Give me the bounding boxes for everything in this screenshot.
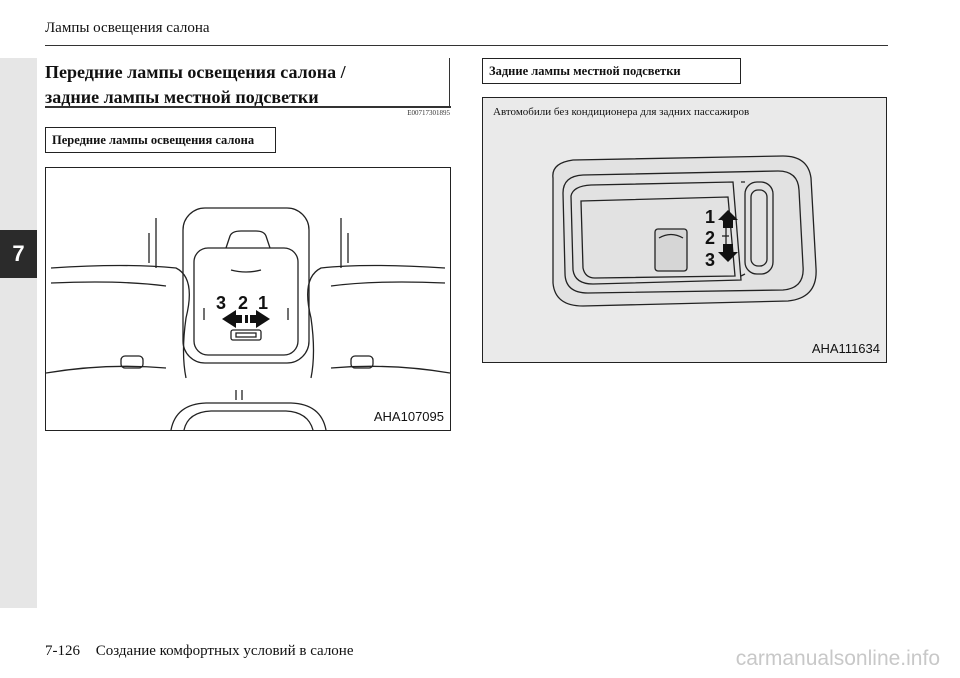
sidebar-strip bbox=[0, 58, 37, 608]
rear-lamps-figure: Автомобили без кондиционера для задних п… bbox=[482, 97, 887, 363]
page-number: 7-126 bbox=[45, 643, 80, 659]
section-title-line1: Передние лампы освещения салона / bbox=[45, 62, 346, 82]
rear-position-1: 1 bbox=[705, 207, 715, 227]
rear-figure-code: AHA111634 bbox=[811, 341, 880, 356]
rear-lamps-label: Задние лампы местной подсветки bbox=[482, 58, 741, 84]
running-header: Лампы освещения салона bbox=[45, 20, 210, 36]
header-rule bbox=[45, 45, 888, 46]
front-lamps-label: Передние лампы освещения салона bbox=[45, 127, 276, 153]
footer-chapter-title: Создание комфортных условий в салоне bbox=[95, 643, 354, 659]
rear-position-3: 3 bbox=[705, 250, 715, 270]
section-title-line2: задние лампы местной подсветки bbox=[45, 87, 319, 107]
front-lamp-illustration: 3 2 1 bbox=[46, 207, 450, 430]
front-position-2: 2 bbox=[238, 293, 248, 313]
section-title-rule bbox=[45, 106, 451, 108]
front-lamps-figure: 3 2 1 AHA107095 bbox=[45, 167, 451, 431]
rear-figure-caption: Автомобили без кондиционера для задних п… bbox=[493, 106, 750, 118]
section-code: E00717301895 bbox=[407, 109, 450, 117]
chapter-tab[interactable]: 7 bbox=[0, 230, 37, 278]
front-position-3: 3 bbox=[216, 293, 226, 313]
front-position-1: 1 bbox=[258, 293, 268, 313]
front-figure-code: AHA107095 bbox=[373, 409, 444, 424]
watermark: carmanualsonline.info bbox=[735, 647, 940, 670]
rear-lamp-illustration: 1 2 3 bbox=[552, 155, 817, 307]
rear-position-2: 2 bbox=[705, 228, 715, 248]
page-footer: 7-126 Создание комфортных условий в сало… bbox=[45, 643, 366, 660]
section-title-divider bbox=[449, 58, 450, 106]
section-title: Передние лампы освещения салона / задние… bbox=[45, 60, 450, 110]
